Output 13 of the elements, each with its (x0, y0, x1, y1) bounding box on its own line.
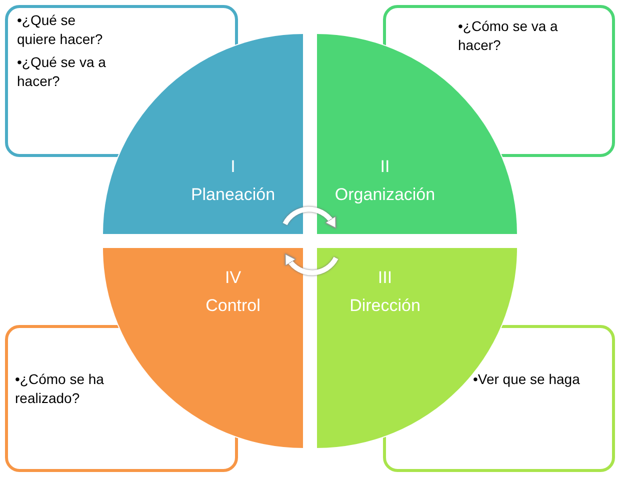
bullet-text: •¿Cómo se ha realizado? (15, 370, 105, 408)
bullet-text: •¿Cómo se va a hacer? (458, 17, 559, 55)
bullet-text: •¿Qué se quiere hacer? (17, 11, 104, 49)
roman-numeral: III (378, 268, 392, 288)
stage-label: Dirección (350, 296, 420, 316)
stage-label: Control (206, 296, 260, 316)
bullet-text: •Ver que se haga (473, 370, 581, 389)
roman-numeral: II (380, 157, 390, 177)
roman-numeral: IV (224, 268, 242, 288)
stage-label: Organización (334, 185, 436, 205)
bullet-text: •¿Qué se va a hacer? (17, 53, 107, 91)
stage-label: Planeación (190, 185, 276, 205)
roman-numeral: I (230, 157, 236, 177)
